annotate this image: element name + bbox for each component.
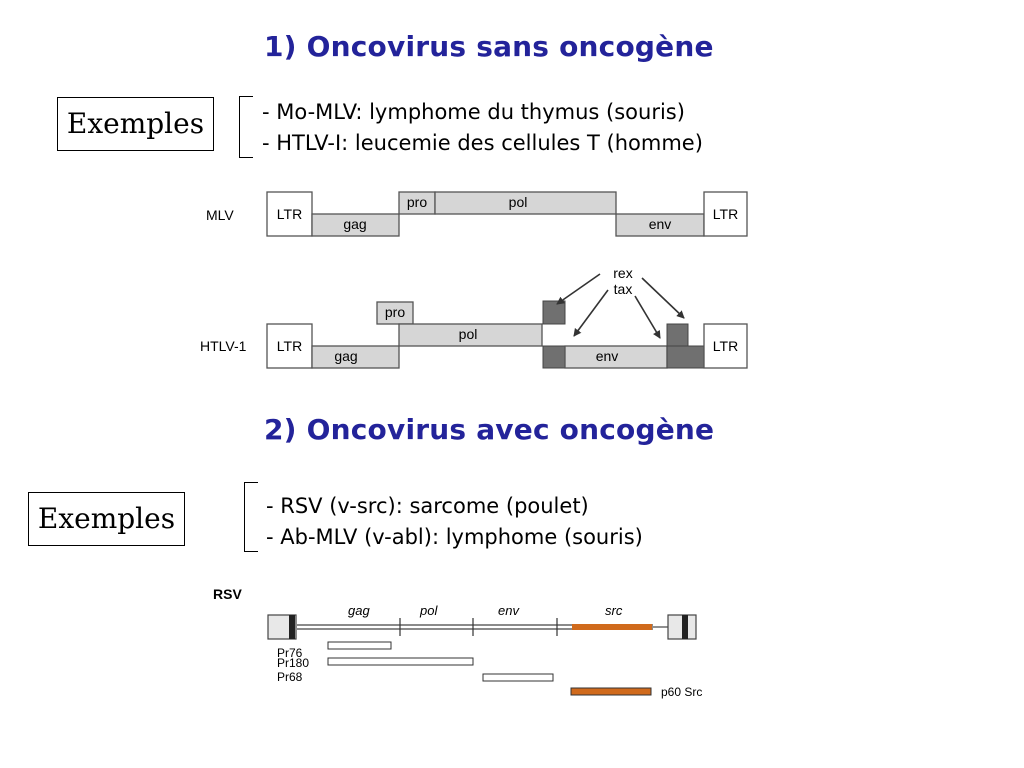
htlv1-genome-diagram: HTLV-1 LTR gag pro pol env LTR rex tax [200, 265, 748, 369]
mlv-ltr-left-label: LTR [277, 206, 302, 222]
mlv-genome-diagram: MLV LTR gag pro pol env LTR [206, 191, 748, 237]
htlv1-accessory-block-top-right [666, 323, 689, 347]
arrow-rex-to-right-bottom [641, 277, 685, 319]
rsv-pr180-bar [327, 657, 474, 666]
htlv1-accessory-block-bottom-left [542, 345, 566, 369]
rsv-product-pr76: Pr76 [277, 646, 303, 660]
htlv1-pro [376, 301, 414, 325]
mlv-env-label: env [649, 216, 672, 232]
mlv-label: MLV [206, 207, 234, 223]
rsv-product-pr68: Pr68 [277, 670, 303, 684]
rsv-genome-diagram: RSV gag pol env src Pr76 Pr180 Pr68 p60 … [213, 586, 702, 699]
examples-bracket-1 [239, 96, 253, 158]
htlv1-env-label: env [596, 348, 619, 364]
mlv-pro-label: pro [407, 194, 427, 210]
rsv-p60-src-label: p60 Src [661, 685, 702, 699]
htlv1-pol-label: pol [459, 326, 478, 342]
mlv-gag [311, 213, 400, 237]
htlv1-gag [311, 345, 400, 369]
htlv1-accessory-block-top-left [542, 300, 566, 325]
examples-bracket-2 [244, 482, 258, 552]
mlv-gag-label: gag [343, 216, 366, 232]
htlv1-ltr-right [703, 323, 748, 369]
example-mo-mlv: - Mo-MLV: lymphome du thymus (souris) [262, 100, 685, 124]
mlv-pol-label: pol [509, 194, 528, 210]
htlv1-ltr-left-label: LTR [277, 338, 302, 354]
rsv-pol-label: pol [419, 603, 438, 618]
heading-oncovirus-avec-oncogene: 2) Oncovirus avec oncogène [264, 413, 715, 446]
example-rsv: - RSV (v-src): sarcome (poulet) [266, 494, 589, 518]
rsv-src-label: src [605, 603, 623, 618]
htlv1-gag-label: gag [334, 348, 357, 364]
htlv1-label: HTLV-1 [200, 338, 247, 354]
rsv-label: RSV [213, 586, 242, 602]
example-ab-mlv: - Ab-MLV (v-abl): lymphome (souris) [266, 525, 643, 549]
rsv-p60-src-bar [570, 687, 652, 696]
htlv1-pol [398, 323, 543, 347]
mlv-ltr-right [703, 191, 748, 237]
heading-oncovirus-sans-oncogene: 1) Oncovirus sans oncogène [264, 30, 714, 63]
arrow-tax-to-right-top [634, 295, 661, 339]
rsv-pr68-bar [482, 673, 554, 682]
rsv-src-bar [572, 624, 652, 630]
htlv1-rex-label: rex [613, 265, 632, 281]
htlv1-tax-label: tax [614, 281, 633, 297]
examples-box-1: Exemples [57, 97, 214, 151]
mlv-pol [434, 191, 617, 215]
rsv-product-pr180: Pr180 [277, 656, 309, 670]
mlv-ltr-right-label: LTR [713, 206, 738, 222]
mlv-ltr-left [266, 191, 313, 237]
examples-box-2: Exemples [28, 492, 185, 546]
arrow-rex-to-left-top [556, 273, 601, 305]
rsv-gag-label: gag [348, 603, 370, 618]
rsv-ltr-left-stripe [289, 615, 295, 639]
htlv1-ltr-left [266, 323, 313, 369]
rsv-pr76-bar [327, 641, 392, 650]
arrow-tax-to-left-bottom [573, 289, 609, 337]
htlv1-accessory-block-bottom-right [666, 345, 705, 369]
rsv-ltr-right-stripe [682, 615, 688, 639]
htlv1-pro-label: pro [385, 304, 405, 320]
htlv1-ltr-right-label: LTR [713, 338, 738, 354]
rsv-env-label: env [498, 603, 520, 618]
example-htlv-i: - HTLV-I: leucemie des cellules T (homme… [262, 131, 703, 155]
